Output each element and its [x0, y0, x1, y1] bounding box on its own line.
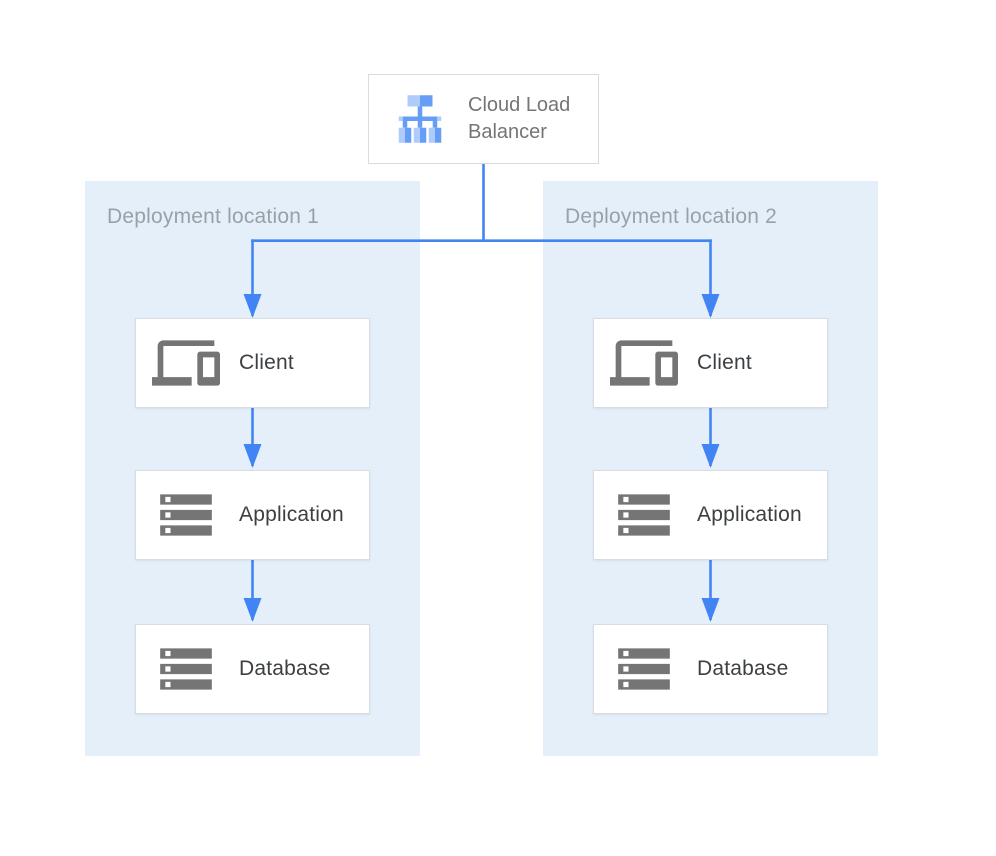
client-node-label: Client [239, 351, 294, 374]
database-node-label: Database [239, 657, 331, 680]
application-node-1: Application [135, 470, 370, 560]
application-node-2: Application [593, 470, 828, 560]
load-balancer-icon [385, 89, 455, 149]
database-node-label: Database [697, 657, 789, 680]
deployment-zone-2-label: Deployment location 2 [565, 205, 777, 228]
client-node-label: Client [697, 351, 752, 374]
server-icon [609, 638, 679, 700]
database-node-2: Database [593, 624, 828, 714]
server-icon [151, 638, 221, 700]
server-icon [151, 484, 221, 546]
application-node-label: Application [697, 503, 802, 526]
devices-icon [151, 329, 221, 397]
database-node-1: Database [135, 624, 370, 714]
server-icon [609, 484, 679, 546]
client-node-2: Client [593, 318, 828, 408]
application-node-label: Application [239, 503, 344, 526]
devices-icon [609, 329, 679, 397]
load-balancer-node: Cloud Load Balancer [368, 74, 599, 164]
client-node-1: Client [135, 318, 370, 408]
deployment-zone-1-label: Deployment location 1 [107, 205, 319, 228]
load-balancer-label: Cloud Load Balancer [468, 94, 571, 143]
